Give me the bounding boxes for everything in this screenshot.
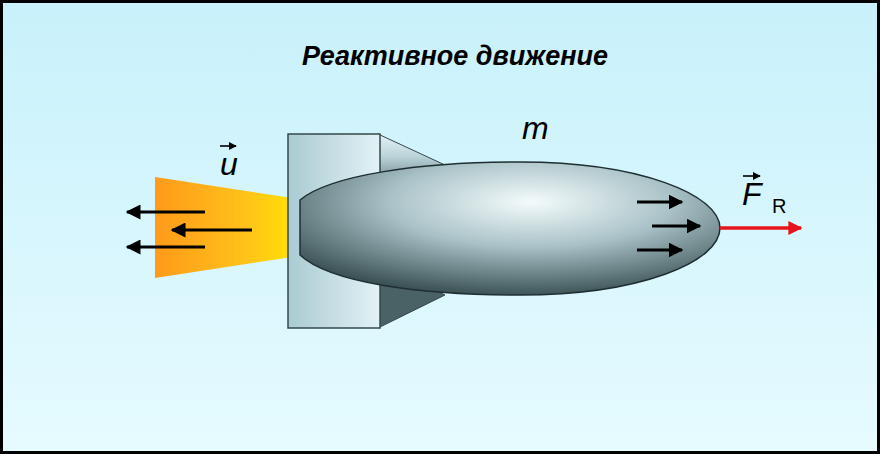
vector-accent [220,145,236,147]
mass-symbol: m [522,112,549,144]
exhaust-arrow [127,246,205,249]
force-symbol: F [742,178,762,210]
force-subscript: R [772,196,786,216]
title: Реактивное движение [302,43,608,70]
exhaust-arrow [172,229,252,232]
exhaust-arrow [127,211,205,214]
velocity-symbol: u [220,148,238,180]
vector-accent [743,175,760,177]
pressure-arrow [637,249,682,252]
rocket-body [300,162,720,295]
exhaust-flame [155,177,305,278]
pressure-arrow [652,225,700,228]
pressure-arrow [637,201,682,204]
force-arrow [720,226,801,230]
